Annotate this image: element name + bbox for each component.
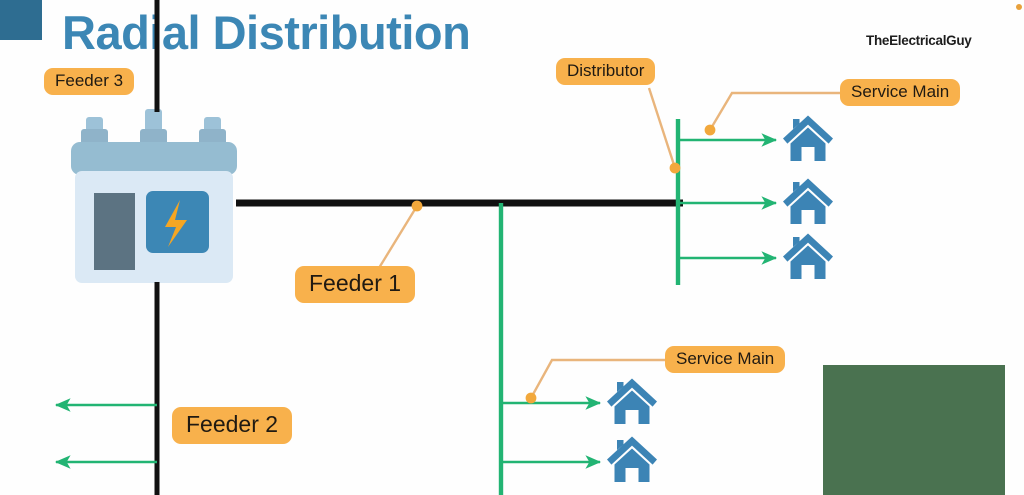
service-main-bottom-leader-line [529,358,665,399]
callout-service-main-top[interactable]: Service Main [840,79,961,106]
callout-distributor[interactable]: Distributor [556,58,656,85]
feeder-1-leader-dot [411,200,423,212]
service-main-top-leader-line [708,91,840,131]
distributor-leader-dot [669,162,681,174]
house-icon [783,233,833,279]
feeder-1-leader-line [377,205,419,269]
house-icon [607,436,657,482]
service-main-top-leader-dot [704,124,716,136]
house-icon [783,115,833,161]
callout-service-main-bottom[interactable]: Service Main [665,346,786,373]
green-overlay-block [823,365,1005,495]
battery-substation-icon [68,103,240,285]
house-icon [607,378,657,424]
callout-feeder-3[interactable]: Feeder 3 [44,68,135,95]
callout-feeder-1[interactable]: Feeder 1 [295,266,416,303]
watermark-label: TheElectricalGuy [866,33,972,48]
page-title: Radial Distribution [62,6,471,59]
house-icon [783,178,833,224]
distributor-leader-line [647,87,677,169]
corner-dot-icon [1016,4,1022,10]
callout-feeder-2[interactable]: Feeder 2 [172,407,293,444]
service-main-bottom-leader-dot [525,392,537,404]
corner-accent-square [0,0,42,40]
